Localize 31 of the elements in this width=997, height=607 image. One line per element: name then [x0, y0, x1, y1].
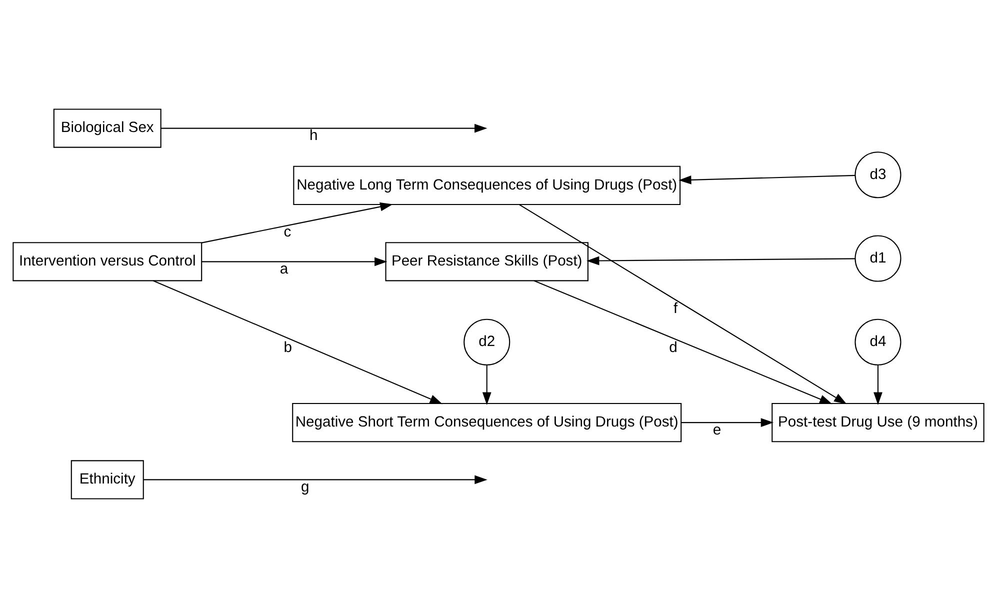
node-circle: d1	[854, 234, 902, 282]
arrow	[586, 256, 856, 265]
edge-label: a	[280, 261, 288, 278]
arrow	[678, 174, 856, 184]
edge-label: g	[300, 479, 310, 496]
arrow	[874, 364, 882, 404]
edge-label: c	[284, 224, 292, 240]
arrow	[160, 123, 488, 132]
arrow	[534, 280, 832, 404]
edge-label: b	[284, 339, 292, 356]
arrow	[519, 204, 847, 404]
node-box: Post-test Drug Use (9 months)	[772, 402, 984, 442]
node-circle: d4	[854, 318, 902, 365]
node-box: Negative Long Term Consequences of Using Drugs (Post)	[293, 165, 681, 205]
node-box: Peer Resistance Skills (Post)	[385, 242, 588, 281]
arrow	[202, 256, 388, 266]
edge-label: h	[310, 128, 318, 144]
edge-label: d	[669, 339, 678, 356]
node-box: Ethnicity	[70, 460, 144, 499]
arrow	[153, 280, 443, 404]
node-box: Biological Sex	[53, 108, 162, 148]
edge-label: f	[673, 300, 678, 316]
arrow	[202, 202, 393, 243]
node-circle: d2	[464, 318, 510, 365]
edge-label: e	[712, 422, 722, 438]
arrow	[681, 418, 774, 426]
node-circle: d3	[854, 151, 902, 198]
node-box: Intervention versus Control	[12, 242, 202, 281]
arrow	[144, 474, 488, 484]
node-box: Negative Short Term Consequences of Using Drugs (Post)	[292, 402, 682, 442]
arrow	[482, 364, 492, 404]
